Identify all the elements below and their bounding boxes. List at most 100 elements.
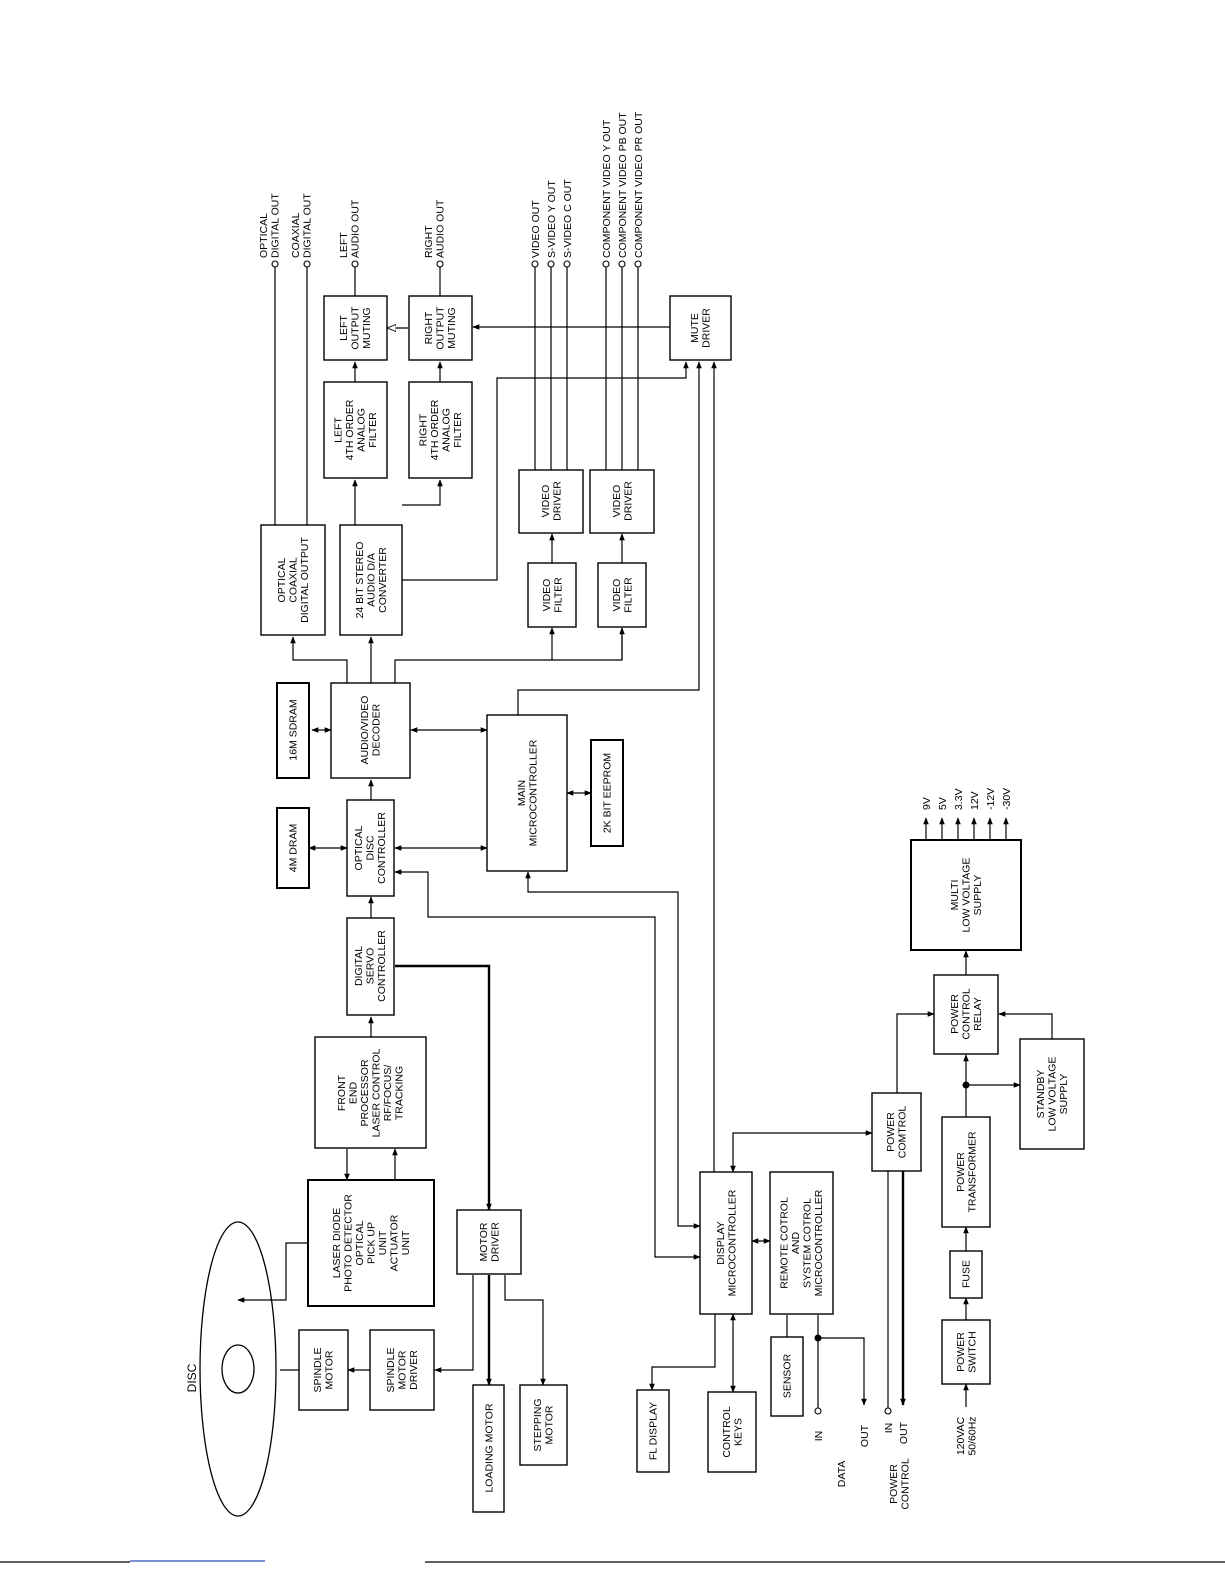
data-in-label: IN — [813, 1431, 825, 1442]
label-line: SPINDLE — [385, 1348, 397, 1393]
label-line: FUSE — [961, 1260, 973, 1288]
multi-low-voltage-supply-block: MULTILOW VOLTAGESUPPLY — [910, 839, 1022, 951]
terminal-right-audio — [436, 260, 444, 268]
label-line: SENSOR — [782, 1353, 794, 1398]
label-line: DIGITAL OUTPUT — [299, 537, 311, 623]
left-output-muting-block: LEFTOUTPUTMUTING — [323, 295, 388, 361]
label-line: OPTICAL — [258, 213, 270, 258]
label-line: TRANSFORMER — [966, 1131, 978, 1213]
label-line: AND — [790, 1231, 802, 1254]
dram-label: 4M DRAM — [288, 824, 300, 872]
power-control-relay-label: POWERCONTROLRELAY — [949, 988, 984, 1039]
video-driver-2-block: VIDEODRIVER — [589, 469, 655, 534]
motor-driver-block: MOTORDRIVER — [456, 1209, 522, 1275]
label-line: OUTPUT — [435, 306, 447, 350]
label-line: LOW VOLTAGE — [961, 858, 973, 933]
label-line: SUPPLY — [972, 875, 984, 916]
label-line: STEPPING — [532, 1398, 544, 1451]
mains-input-label: 120VAC50/60Hz — [955, 1416, 979, 1455]
av-decoder-block: AUDIO/VIDEODECODER — [330, 682, 411, 779]
digital-servo-controller-block: DIGITALSERVOCONTROLLER — [346, 917, 395, 1016]
label-line: RELAY — [972, 997, 984, 1031]
fuse-label: FUSE — [961, 1260, 973, 1288]
label-line: FRONT — [336, 1074, 348, 1111]
spindle-motor-driver-block: SPINDLEMOTORDRIVER — [369, 1329, 435, 1411]
coaxial-digital-out-label: COAXIALDIGITAL OUT — [290, 193, 314, 258]
label-line: SYSTEM COTROL — [801, 1198, 813, 1288]
label-line: UNIT — [377, 1230, 389, 1255]
terminal-optical — [271, 260, 279, 268]
mute-driver-label: MUTEDRIVER — [689, 308, 713, 348]
label-line: LEFT — [338, 315, 350, 341]
remote-system-controller-block: REMOTE COTROLANDSYSTEM COTROLMICROCONTRO… — [769, 1171, 834, 1315]
terminal-comp-y — [602, 260, 610, 268]
label-line: UNIT — [400, 1230, 412, 1255]
label-line: OPTICAL — [354, 1220, 366, 1265]
label-line: DISPLAY — [715, 1221, 727, 1265]
connections — [237, 267, 1053, 1408]
voltage-3v3-label: 3.3V — [953, 788, 965, 810]
data-junction-dot — [814, 1334, 822, 1342]
label-line: LEFT — [332, 417, 344, 443]
label-line: ANALOG — [440, 408, 452, 452]
terminal-video — [531, 260, 539, 268]
component-y-out-label: COMPONENT VIDEO Y OUT — [601, 119, 613, 258]
label-line: RIGHT — [417, 413, 429, 446]
control-keys-block: CONTROLKEYS — [707, 1391, 757, 1473]
spindle-motor-label: SPINDLEMOTOR — [312, 1348, 336, 1393]
video-driver-1-label: VIDEODRIVER — [540, 481, 564, 521]
control-keys-label: CONTROLKEYS — [721, 1406, 745, 1457]
label-line: MAIN — [516, 780, 528, 806]
motor-driver-label: MOTORDRIVER — [478, 1222, 502, 1262]
label-line: PICK UP — [366, 1222, 378, 1264]
left-audio-out-label: LEFTAUDIO OUT — [338, 199, 362, 258]
power-transformer-block: POWERTRANSFORMER — [941, 1116, 991, 1228]
label-line: PHOTO DETECTOR — [343, 1194, 355, 1292]
label-line: POWER — [949, 994, 961, 1034]
main-microcontroller-label: MAINMICROCONTROLLER — [516, 739, 540, 846]
label-line: MULTI — [949, 880, 961, 911]
label-line: AUDIO OUT — [435, 199, 447, 258]
right-output-muting-label: RIGHTOUTPUTMUTING — [423, 306, 458, 350]
label-line: MOTOR — [478, 1222, 490, 1261]
terminal-coaxial — [303, 260, 311, 268]
label-line: FILTER — [452, 412, 464, 448]
label-line: DISC — [365, 835, 377, 861]
display-microcontroller-label: DISPLAYMICROCONTROLLER — [715, 1189, 739, 1296]
label-line: CONTROLLER — [376, 930, 388, 1002]
left-analog-filter-block: LEFT4TH ORDERANALOGFILTER — [323, 381, 388, 479]
video-filter-1-block: VIDEOFILTER — [527, 562, 577, 628]
label-line: DECODER — [370, 703, 382, 756]
label-line: AUDIO OUT — [350, 199, 362, 258]
digital-servo-controller-label: DIGITALSERVOCONTROLLER — [353, 930, 388, 1002]
label-line: STANDBY — [1035, 1070, 1047, 1119]
audio-da-converter-label: 24 BIT STEREOAUDIO D/ACONVERTER — [354, 542, 389, 619]
label-line: DRIVER — [489, 1222, 501, 1262]
label-line: SUPPLY — [1058, 1074, 1070, 1115]
component-pb-out-label: COMPONENT VIDEO PB OUT — [617, 112, 629, 258]
power-switch-block: POWERSWITCH — [941, 1319, 991, 1385]
label-line: DIGITAL OUT — [302, 193, 314, 258]
label-line: RIGHT — [423, 311, 435, 344]
label-line: DIGITAL — [353, 946, 365, 986]
power-control-relay-block: POWERCONTROLRELAY — [933, 974, 999, 1055]
label-line: SWITCH — [966, 1331, 978, 1372]
terminal-data-in — [814, 1407, 822, 1415]
fl-display-label: FL DISPLAY — [648, 1402, 660, 1460]
label-line: DIGITAL OUT — [270, 193, 282, 258]
fl-display-block: FL DISPLAY — [636, 1389, 670, 1473]
loading-motor-label: LOADING MOTOR — [484, 1403, 496, 1492]
video-out-label: VIDEO OUT — [530, 200, 542, 258]
right-analog-filter-label: RIGHT4TH ORDERANALOGFILTER — [417, 399, 464, 460]
optical-digital-out-label: OPTICALDIGITAL OUT — [258, 193, 282, 258]
power-control-label: POWERCOMTROL — [885, 1106, 909, 1159]
label-line: LOW VOLTAGE — [1047, 1057, 1059, 1132]
label-line: COAXIAL — [290, 212, 302, 258]
front-end-processor-block: FRONTENDPROCESSORLASER CONTROLRF/FOCUS/T… — [314, 1036, 427, 1149]
label-line: MOTOR — [323, 1350, 335, 1389]
label-line: PROCESSOR — [359, 1059, 371, 1127]
eeprom-label: 2K BIT EEPROM — [602, 753, 614, 833]
video-driver-1-block: VIDEODRIVER — [518, 469, 584, 534]
label-line: SPINDLE — [312, 1348, 324, 1393]
label-line: 24 BIT STEREO — [354, 542, 366, 619]
